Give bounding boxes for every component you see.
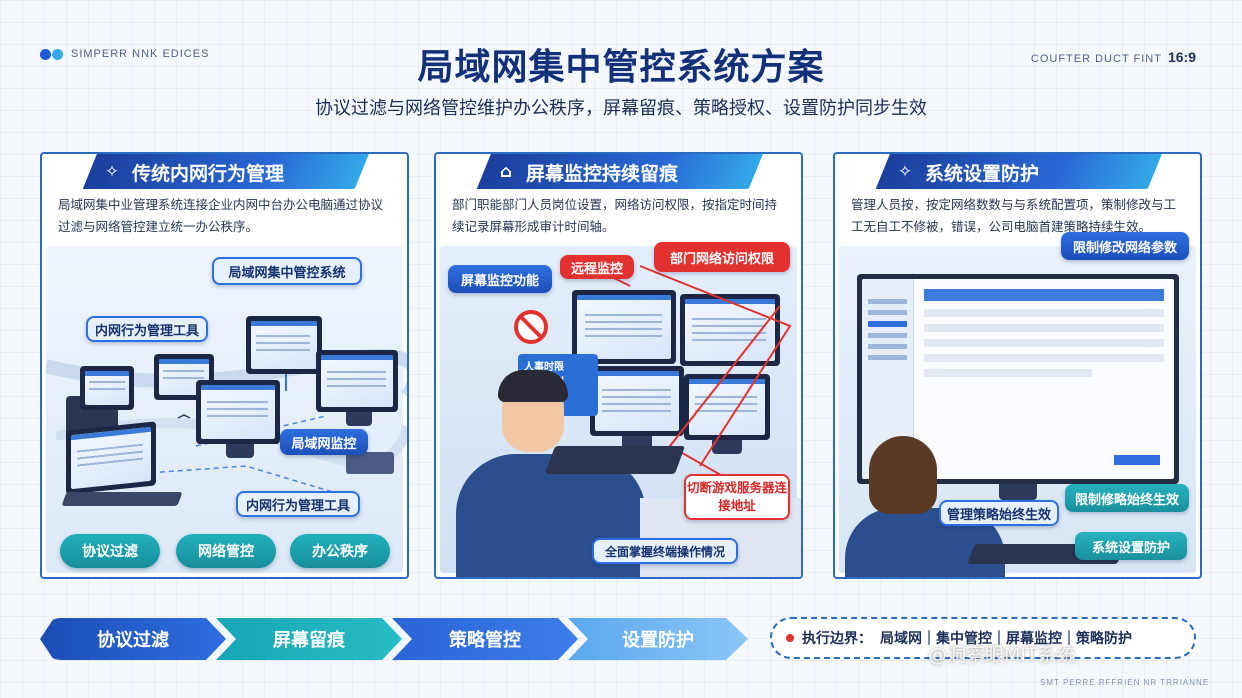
shield-icon: ✧ (897, 162, 913, 182)
panel-description: 局域网集中业管理系统连接企业内网中台办公电脑通过协议过滤与网络管控建立统一办公秩… (58, 197, 384, 234)
pill-protocol-filter: 协议过滤 (60, 534, 160, 568)
monitor (246, 316, 322, 374)
console-dialog (914, 279, 1174, 479)
screen-text-line: 人事时限 (524, 362, 564, 373)
office-network-illustration (46, 246, 407, 573)
panel-screen-monitoring: ⌂ 屏幕监控持续留痕 部门职能部门人员岗位设置，网络访问权限，按指定时间持续记录… (434, 152, 803, 579)
label-intranet-tool: 内网行为管理工具 (86, 316, 208, 342)
label-dept-access: 部门网络访问权限 (654, 242, 790, 272)
panel-title: ⌂ 屏幕监控持续留痕 (496, 156, 678, 188)
panel-title: ✧ 传统内网行为管理 (102, 156, 284, 188)
monitor (590, 366, 684, 436)
block-icon (514, 310, 548, 344)
panel-description: 管理人员按，按定网络数数与与系统配置项，策制修改与工工无自工不修被，错误，公司电… (851, 197, 1177, 234)
monitoring-room-illustration: 人事时限 访问规则 (440, 246, 801, 577)
label-remote-monitor: 远程监控 (560, 255, 634, 279)
footer-text: SMT PERRE RFFRIEN NR TRRIANNE (1040, 678, 1210, 687)
boundary-label: 执行边界： (802, 631, 872, 647)
pill-office-order: 办公秩序 (290, 534, 390, 568)
page-title: 局域网集中管控系统方案 (417, 47, 825, 88)
router (346, 452, 394, 474)
flow-step-setting-protection: 设置防护 (568, 618, 748, 660)
monitor (196, 380, 280, 444)
label-terminal-overview: 全面掌握终端操作情况 (592, 538, 738, 564)
monitor (316, 350, 398, 412)
bullet-icon (786, 634, 794, 642)
flow-step-screen-trace: 屏幕留痕 (216, 618, 402, 660)
laptop (66, 421, 156, 495)
admin-head (869, 436, 937, 514)
monitor (80, 366, 134, 410)
flow-step-protocol-filter: 协议过滤 (40, 618, 226, 660)
keyboard (544, 446, 686, 474)
tag-icon: ⌂ (499, 162, 513, 182)
label-screen-monitor-feature: 屏幕监控功能 (448, 265, 552, 293)
label-lan-monitoring: 局域网监控 (280, 429, 368, 455)
label-intranet-tool-2: 内网行为管理工具 (236, 491, 360, 517)
flow-step-policy-control: 策略管控 (392, 618, 578, 660)
monitor (572, 290, 676, 364)
panel-description: 部门职能部门人员岗位设置，网络访问权限，按指定时间持续记录屏幕形成审计时间轴。 (452, 197, 778, 234)
brand-logo (40, 48, 63, 60)
watermark: @洞察眼MIT系统 (928, 644, 1076, 666)
ratio-value: 16:9 (1167, 49, 1196, 65)
label-limit-network-params: 限制修改网络参数 (1061, 232, 1189, 260)
label-policy-effective: 限制修略始终生效 (1065, 484, 1189, 512)
diamond-icon: ✧ (104, 162, 120, 182)
brand: SIMPERR NNK EDICES (40, 48, 209, 60)
panel-traditional-management: ✧ 传统内网行为管理 局域网集中业管理系统连接企业内网中台办公电脑通过协议过滤与… (40, 152, 409, 579)
label-management-policy: 管理策略始终生效 (939, 500, 1059, 526)
page-subtitle: 协议过滤与网络管控维护办公秩序，屏幕留痕、策略授权、设置防护同步生效 (315, 98, 927, 119)
execution-boundary: 执行边界： 局域网｜集中管控｜屏幕监控｜策略防护 (770, 617, 1196, 659)
brand-name: SIMPERR NNK EDICES (71, 48, 210, 60)
boundary-items: 局域网｜集中管控｜屏幕监控｜策略防护 (880, 631, 1132, 647)
label-system-protection: 系统设置防护 (1075, 532, 1187, 560)
panel-title: ✧ 系统设置防护 (895, 156, 1039, 188)
label-lan-control-system: 局域网集中管控系统 (212, 257, 362, 285)
label-cut-game-server: 切断游戏服务器连接地址 (684, 474, 790, 520)
panel-system-protection: ✧ 系统设置防护 管理人员按，按定网络数数与与系统配置项，策制修改与工工无自工不… (833, 152, 1202, 579)
admin-console-illustration (839, 246, 1196, 577)
pill-network-control: 网络管控 (176, 534, 276, 568)
